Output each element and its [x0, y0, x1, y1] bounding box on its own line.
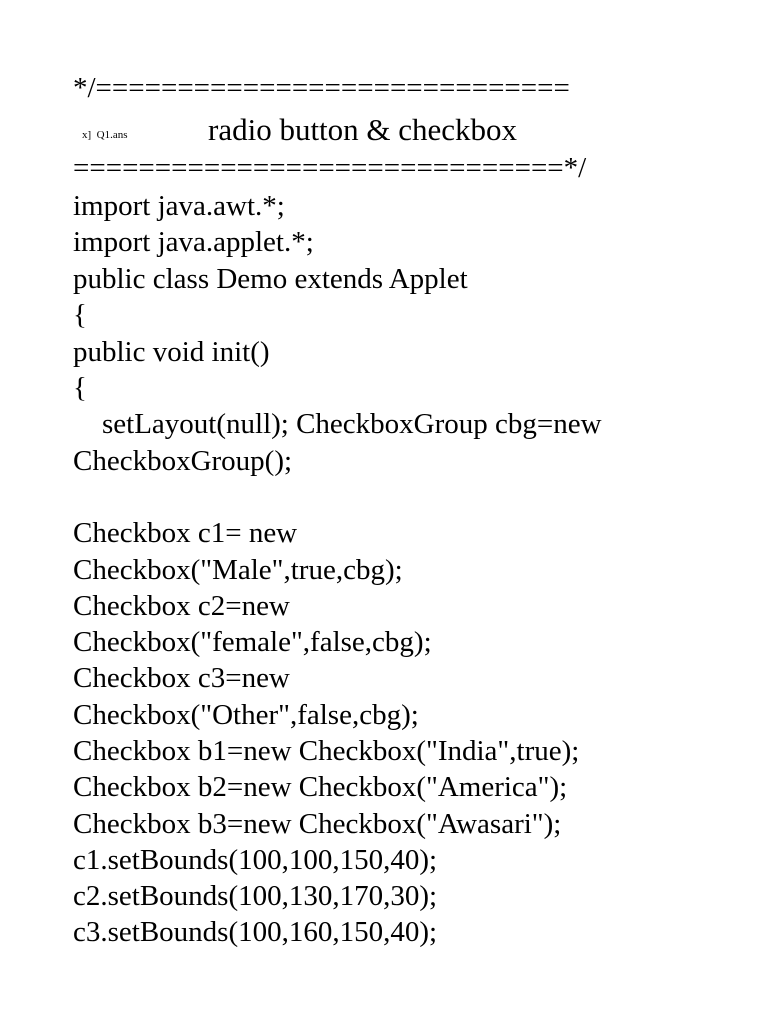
code-line: import java.awt.*;	[73, 190, 285, 222]
code-line: Checkbox c2=new	[73, 590, 290, 622]
code-line: Checkbox("female",false,cbg);	[73, 626, 432, 658]
code-line: {	[73, 299, 87, 331]
top-comment-rule: */=============================	[73, 72, 570, 104]
code-line: c1.setBounds(100,100,150,40);	[73, 844, 438, 876]
code-line: public void init()	[73, 336, 270, 368]
question-label: x] Q1.ans	[82, 129, 128, 141]
code-line: Checkbox("Male",true,cbg);	[73, 554, 403, 586]
document-heading: radio button & checkbox	[208, 112, 518, 147]
code-line: public class Demo extends Applet	[73, 263, 468, 295]
code-line: c2.setBounds(100,130,170,30);	[73, 880, 438, 912]
code-line: CheckboxGroup();	[73, 445, 293, 477]
code-line: Checkbox b2=new Checkbox("America");	[73, 771, 568, 803]
code-line: setLayout(null); CheckboxGroup cbg=new	[73, 408, 602, 440]
code-line: c3.setBounds(100,160,150,40);	[73, 916, 438, 948]
code-line: Checkbox c3=new	[73, 662, 290, 694]
code-line: Checkbox("Other",false,cbg);	[73, 699, 419, 731]
code-line: Checkbox c1= new	[73, 517, 298, 549]
code-line: {	[73, 372, 87, 404]
code-line: Checkbox b1=new Checkbox("India",true);	[73, 735, 580, 767]
bottom-comment-rule: ==============================*/	[73, 152, 587, 184]
code-line: import java.applet.*;	[73, 226, 314, 258]
code-line: Checkbox b3=new Checkbox("Awasari");	[73, 808, 562, 840]
